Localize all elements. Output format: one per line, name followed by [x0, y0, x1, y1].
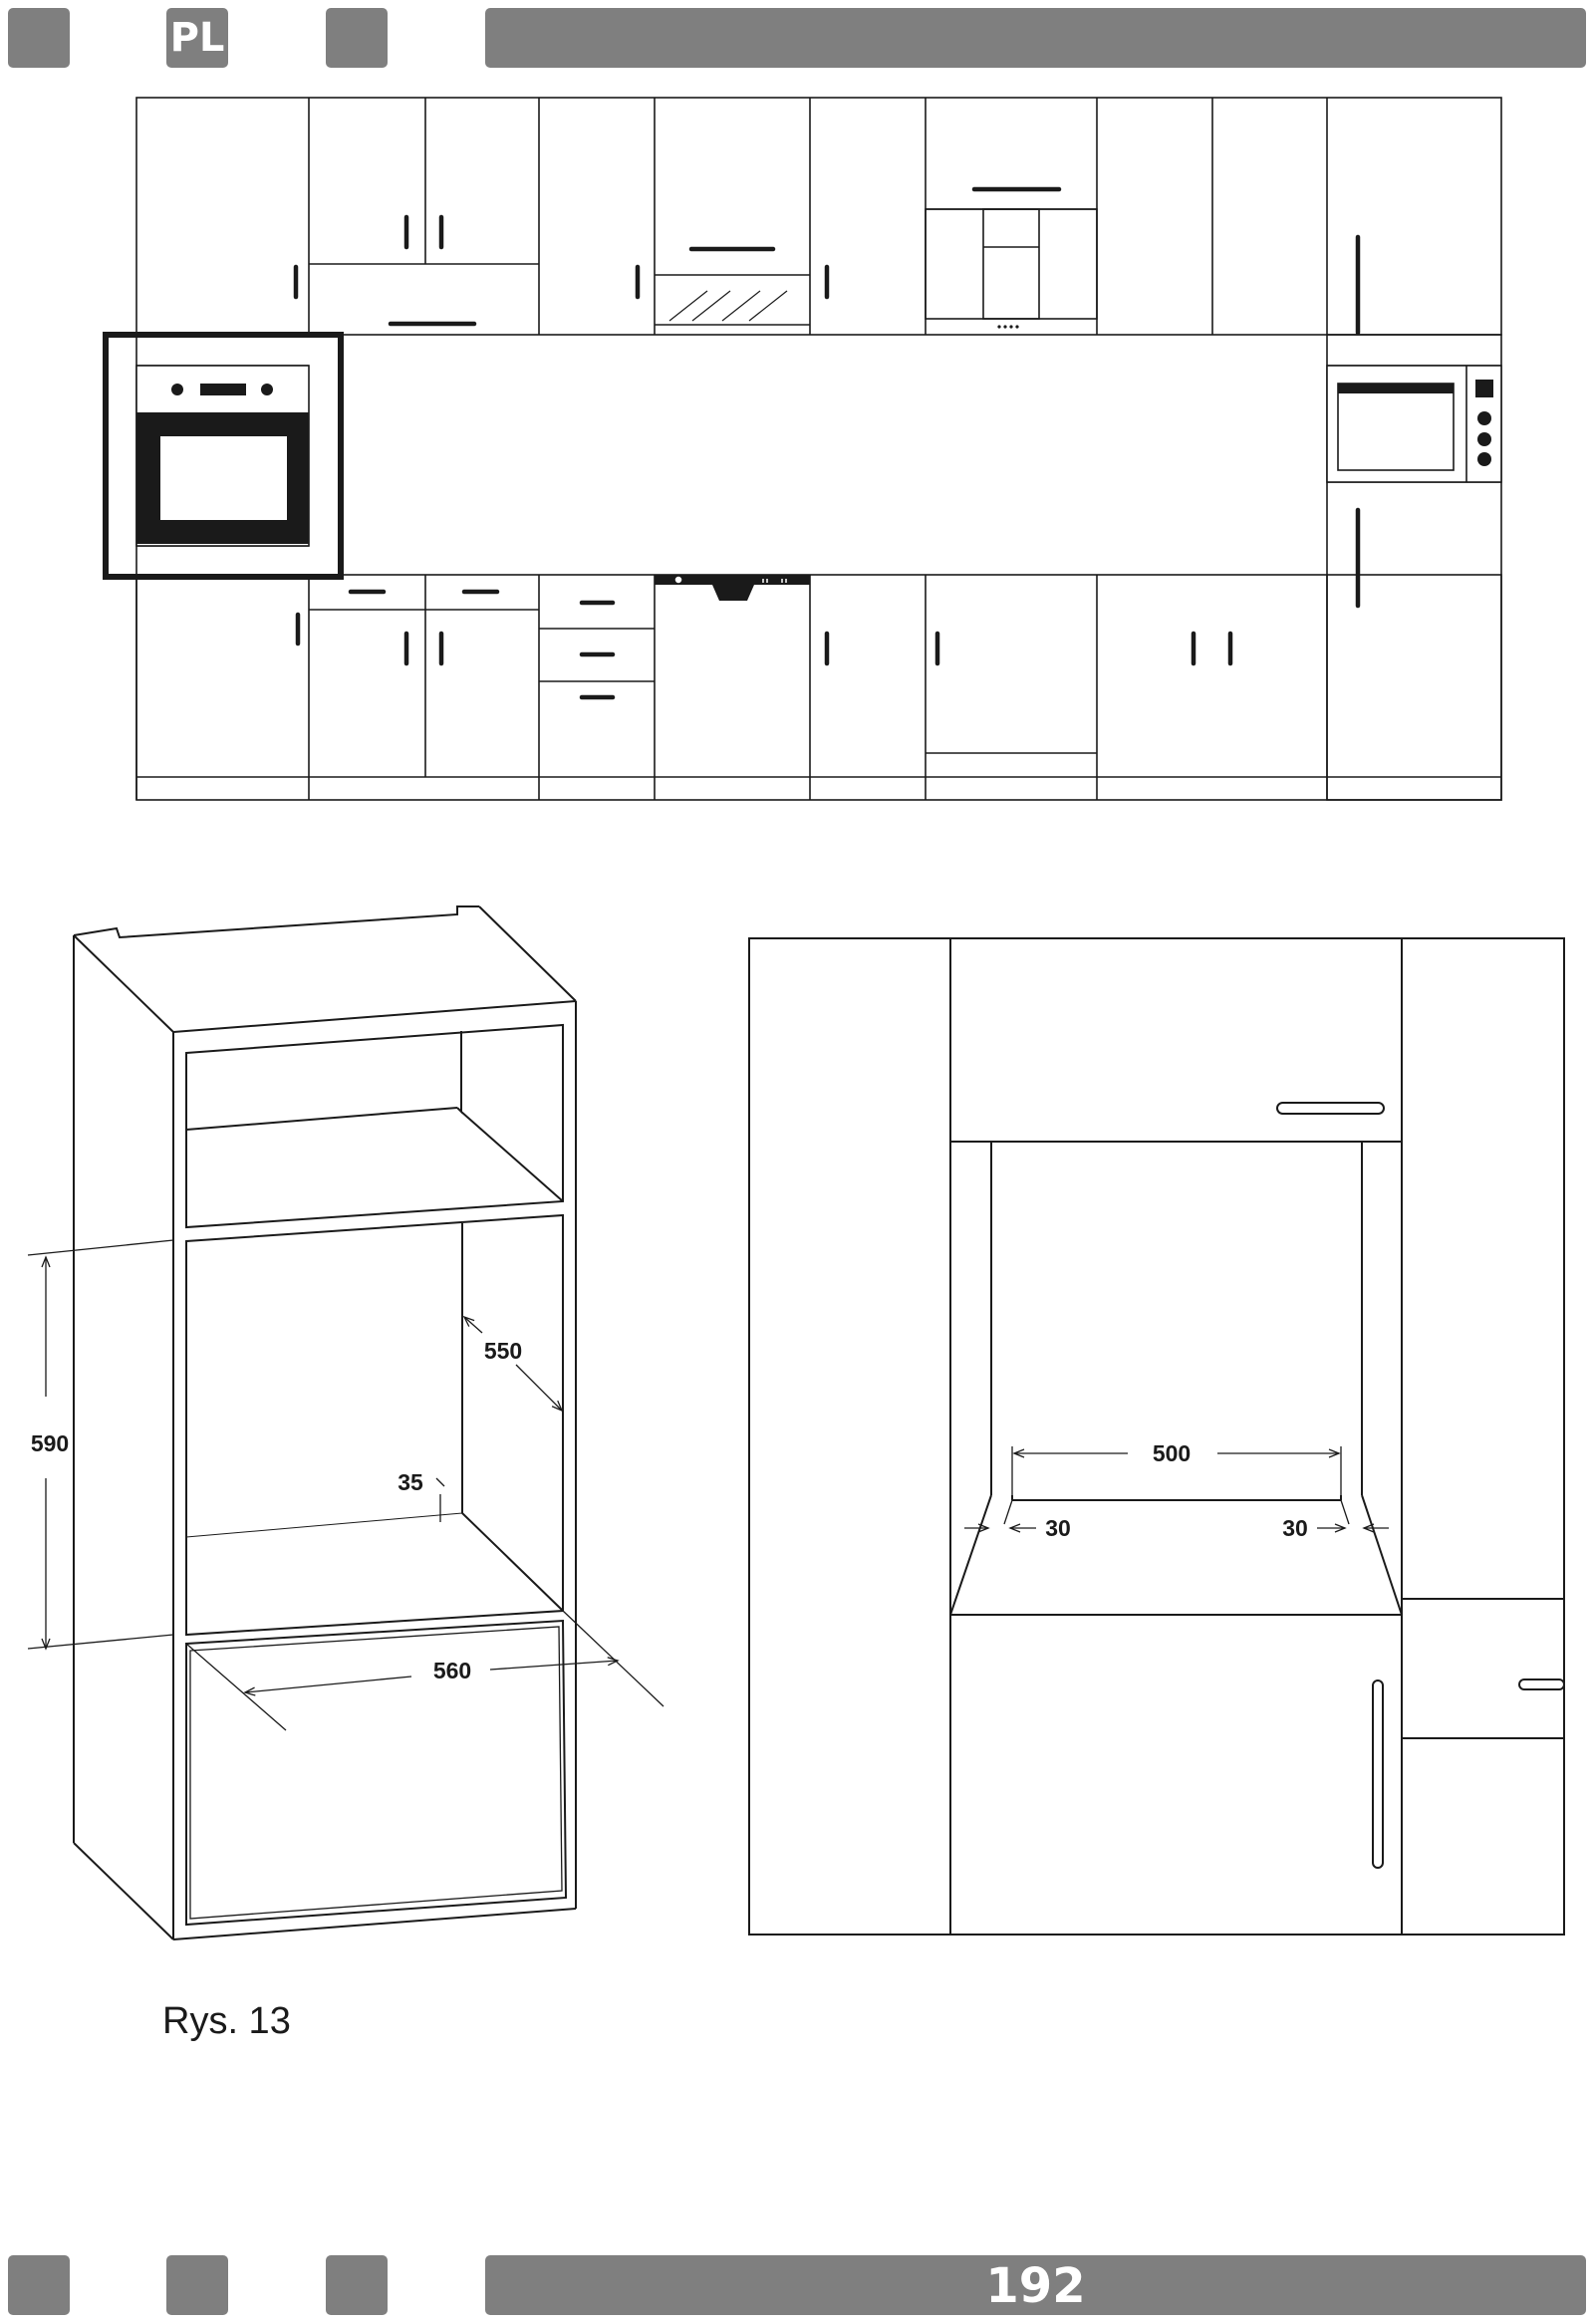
- language-badge: [166, 8, 228, 68]
- appliance-details: [655, 325, 1019, 601]
- page-number: 192: [985, 2258, 1086, 2314]
- microwave-appliance: [1326, 365, 1502, 483]
- figure-caption: Rys. 13: [162, 2000, 291, 2042]
- depth-dimension-label: 550: [484, 1338, 522, 1364]
- dimension-arrows-left: [41, 1255, 620, 1696]
- width-dimension-label: 560: [433, 1658, 471, 1683]
- language-code: PL: [169, 15, 225, 61]
- right-offset-label: 30: [1282, 1515, 1308, 1541]
- footer-bar-3: [326, 2255, 388, 2315]
- header-title-bar: [485, 8, 1586, 68]
- niche-front-view: [748, 937, 1565, 1936]
- header-bar-3: [326, 8, 388, 68]
- header-bar-1: [8, 8, 70, 68]
- oven-appliance: [135, 365, 310, 547]
- dimension-arrows-right: [964, 1448, 1389, 1533]
- height-dimension-label: 590: [31, 1430, 69, 1456]
- footer-bar-1: [8, 2255, 70, 2315]
- footer-page-bar: [485, 2255, 1586, 2315]
- opening-width-label: 500: [1153, 1440, 1191, 1466]
- left-offset-label: 30: [1045, 1515, 1071, 1541]
- dimension-labels-right: 500 30 30: [1045, 1440, 1308, 1541]
- dimension-labels-left: 590 550 560 35: [31, 1338, 522, 1683]
- oven-highlight-frame: [103, 332, 344, 580]
- rear-gap-dimension-label: 35: [398, 1469, 423, 1495]
- niche-isometric: [27, 905, 664, 1940]
- footer-bar-2: [166, 2255, 228, 2315]
- cabinet-handles: [293, 186, 1361, 700]
